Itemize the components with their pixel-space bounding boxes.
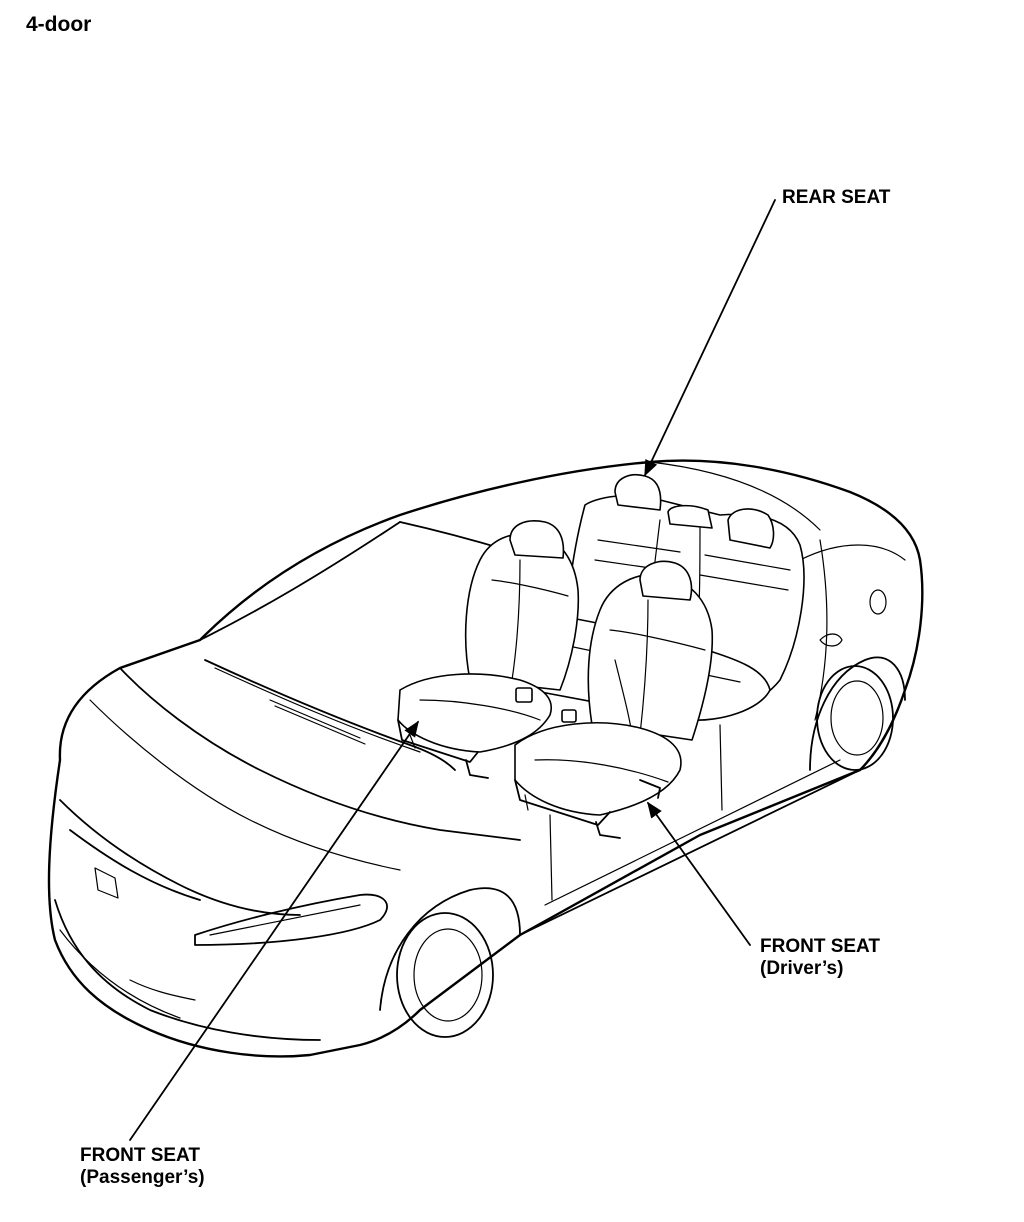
front-seat-driver-title: FRONT SEAT [760,936,880,957]
rear-seat-label: REAR SEAT [782,187,891,208]
front-seat-passenger [397,520,580,779]
car-body [47,459,924,1058]
front-seat-driver-label: FRONT SEAT (Driver’s) [760,936,880,980]
leader-lines [129,199,776,1141]
page-title: 4-door [26,13,92,36]
driver-seat-leader [647,801,751,946]
front-seat-driver [514,560,714,839]
front-seat-passenger-label: FRONT SEAT (Passenger’s) [80,1145,205,1189]
passenger-seat-leader [129,720,419,1141]
front-seat-passenger-title: FRONT SEAT [80,1145,200,1166]
rear-seat-leader [644,199,776,477]
front-seat-passenger-subtitle: (Passenger’s) [80,1167,205,1188]
front-seat-driver-subtitle: (Driver’s) [760,958,844,979]
